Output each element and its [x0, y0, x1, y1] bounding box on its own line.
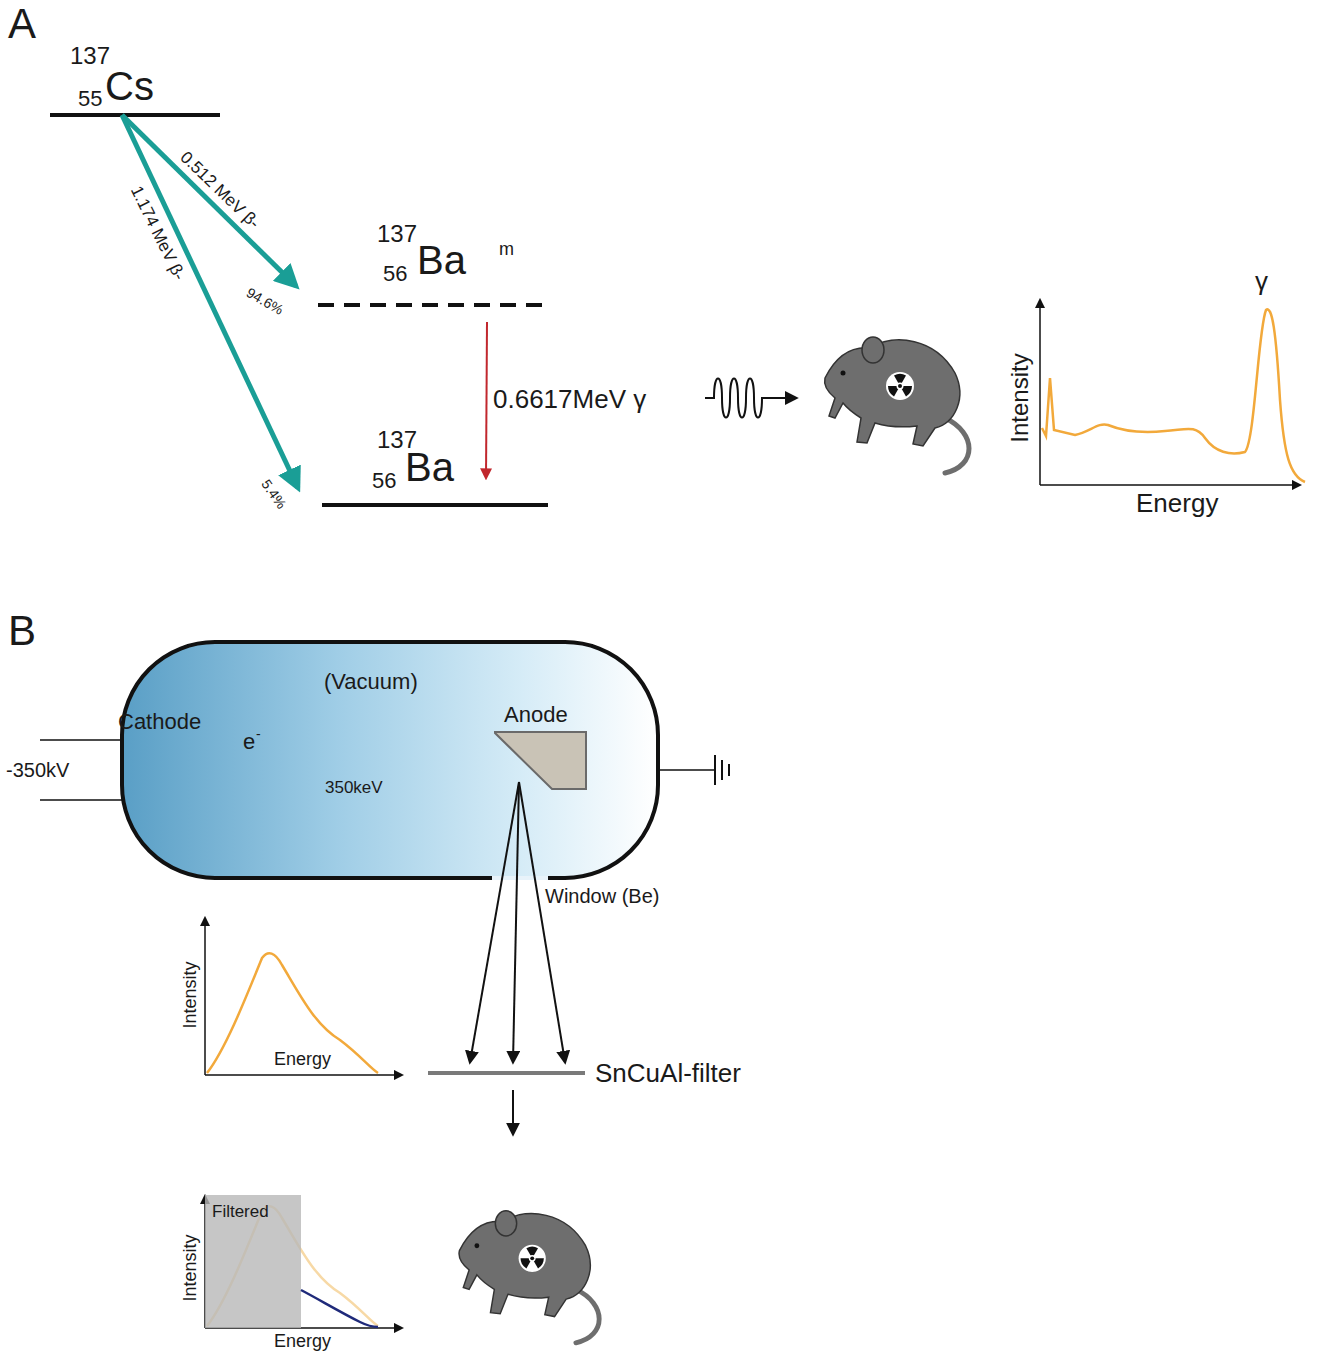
anode: Anode [494, 704, 619, 792]
branch-percent: 5.4% [259, 477, 289, 511]
gamma-label: 0.6617MeV γ [493, 386, 646, 412]
xray-beam [519, 782, 565, 1062]
xray-tube: (Vacuum) Anode [120, 640, 660, 880]
axis-label: Energy [1136, 490, 1218, 516]
mass-number: 137 [70, 44, 110, 68]
axis-label: Intensity [181, 1234, 199, 1301]
atomic-number: 55 [78, 88, 102, 110]
panel-letter: B [8, 610, 36, 652]
charge-mark: - [256, 727, 261, 741]
node-label: Anode [504, 704, 568, 726]
axis-label: Intensity [1008, 353, 1032, 442]
energy-label: 350keV [325, 779, 383, 796]
atomic-number: 56 [372, 470, 396, 492]
xray-beam [513, 782, 519, 1062]
node-label: SnCuAl-filter [595, 1058, 741, 1088]
filter-plate [428, 1071, 585, 1075]
voltage-label: -350kV [6, 760, 69, 780]
atomic-number: 56 [383, 263, 407, 285]
mass-number: 137 [377, 222, 417, 246]
axis-label: Energy [274, 1050, 331, 1068]
element-symbol: Cs [105, 66, 154, 106]
branch-percent: 94.6% [244, 285, 285, 317]
axis-label: Intensity [181, 961, 199, 1028]
axis-label: Energy [274, 1332, 331, 1350]
peak-label: γ [1255, 268, 1268, 294]
be-window [492, 876, 548, 880]
decay-label: 0.512 MeV β- [177, 148, 262, 231]
particle-label: e [243, 731, 255, 753]
element-symbol: Ba [405, 447, 454, 487]
element-symbol: Ba [417, 240, 466, 280]
part-label: Window (Be) [545, 886, 659, 906]
metastable-mark: m [499, 240, 514, 258]
xray-beam [470, 782, 519, 1062]
region-label: Filtered [212, 1203, 269, 1220]
node-label: (Vacuum) [324, 671, 418, 693]
part-label: Cathode [118, 711, 201, 733]
panel-letter: A [8, 3, 36, 45]
sncual-filter: SnCuAl-filter [428, 1058, 741, 1088]
